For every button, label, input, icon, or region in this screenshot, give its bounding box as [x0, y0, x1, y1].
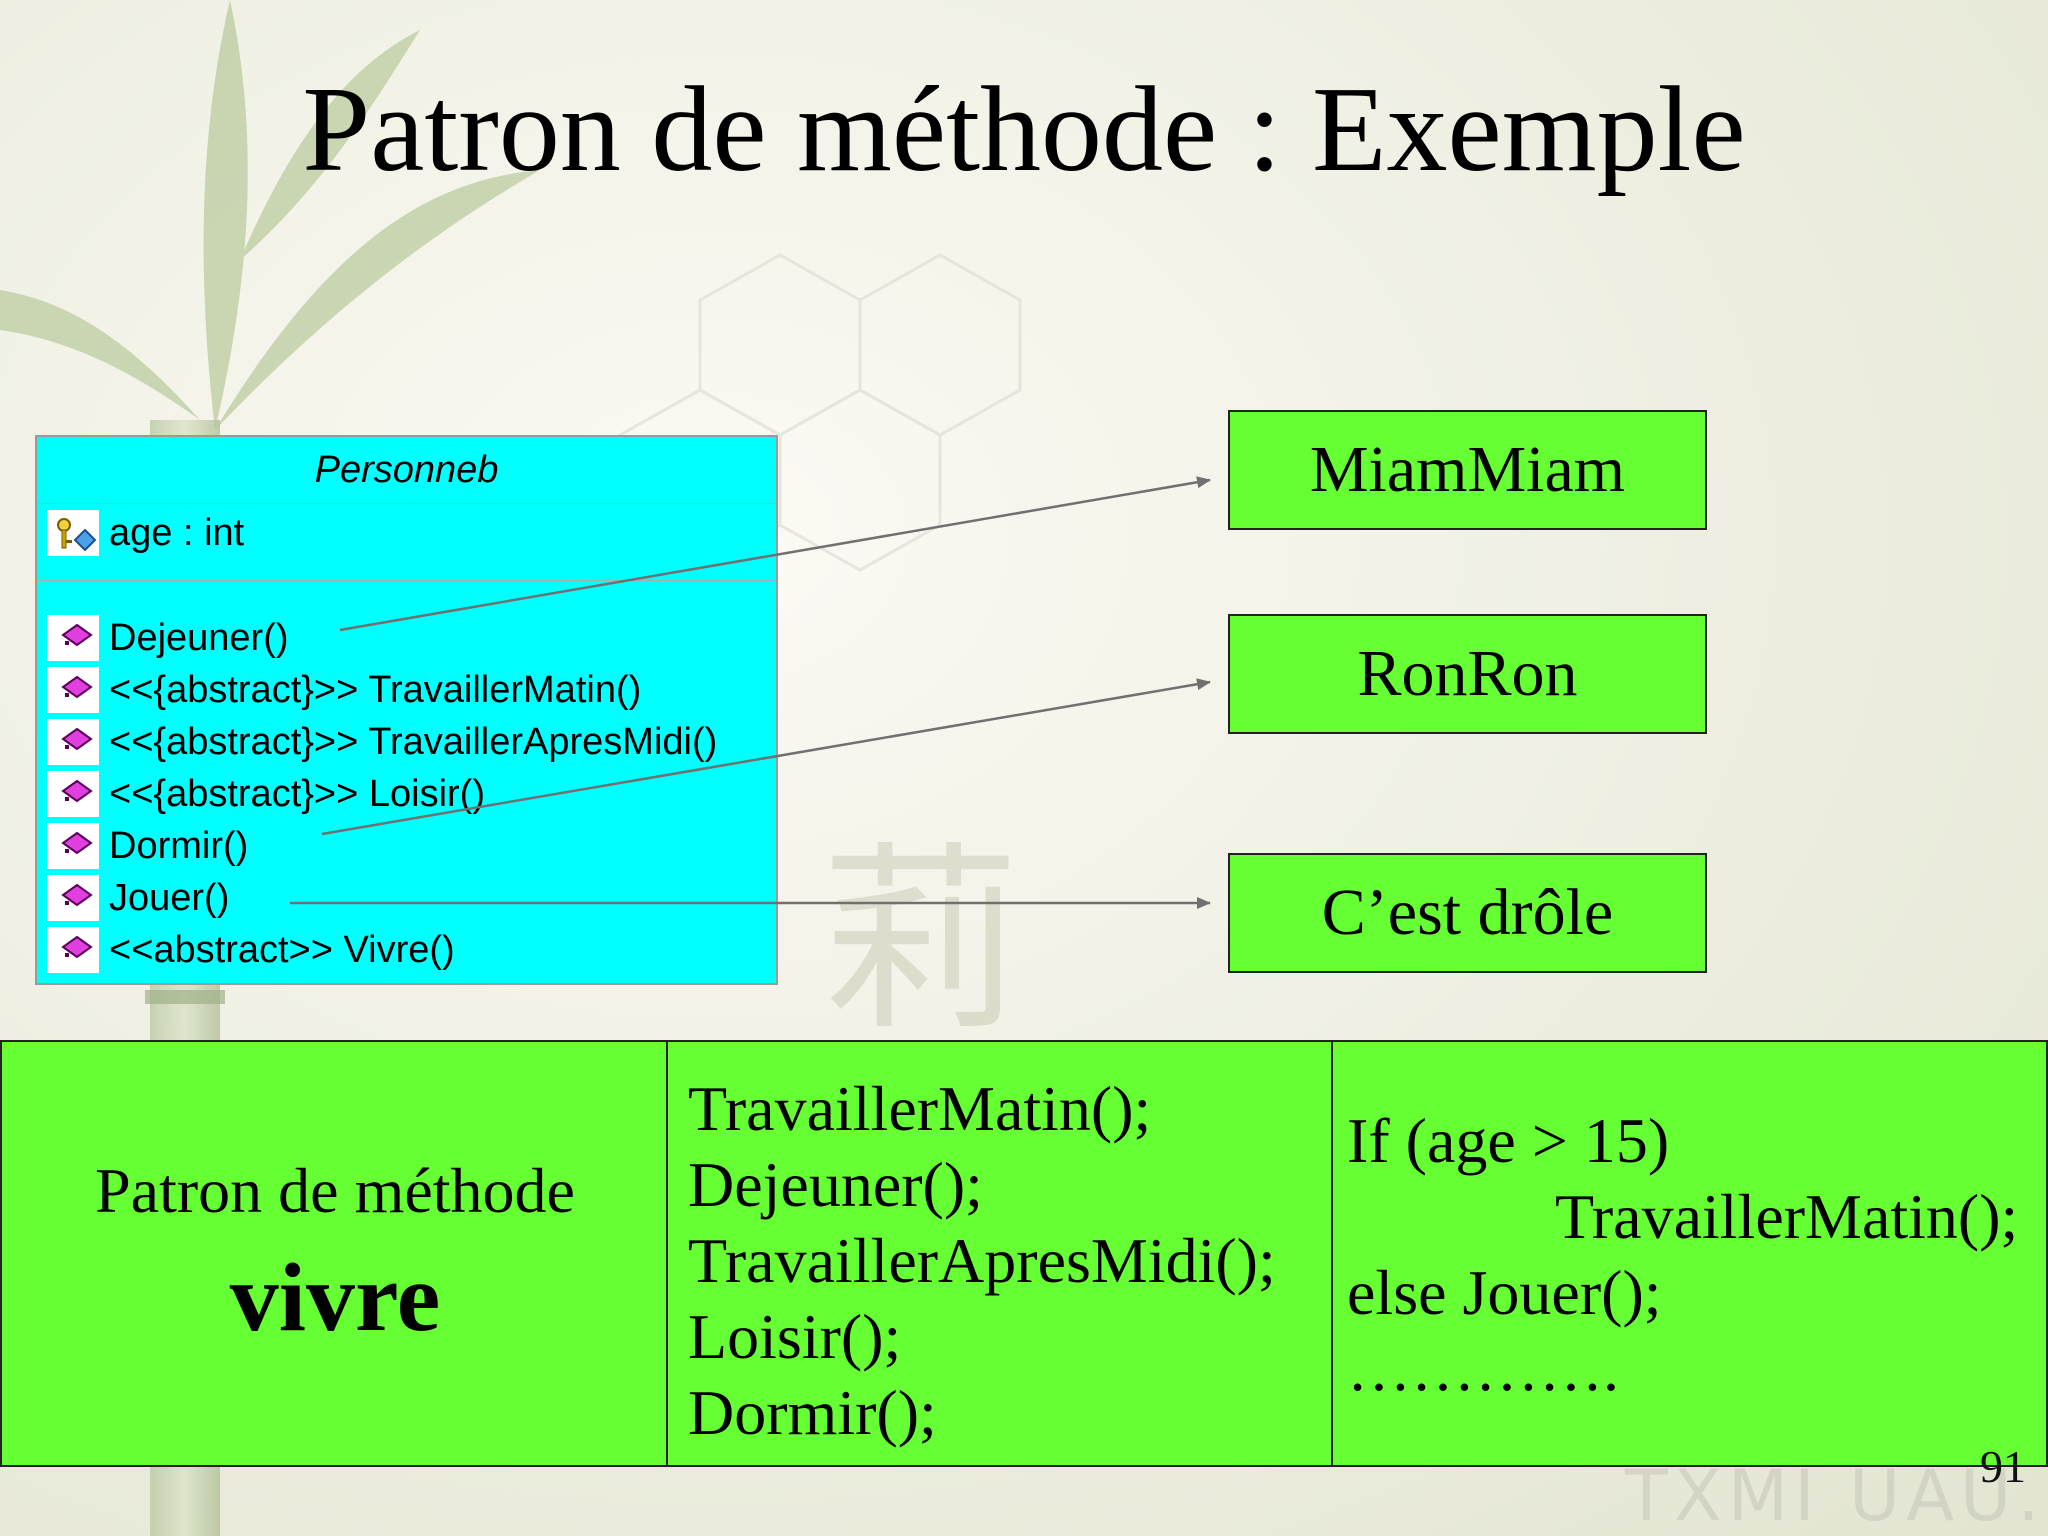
method-icon [55, 777, 97, 813]
table-cell-sequence: TravaillerMatin(); Dejeuner(); Travaille… [668, 1042, 1333, 1465]
uml-operation: Dormir() [109, 823, 248, 869]
sequence-line: Dejeuner(); [688, 1148, 983, 1222]
table-cell-label: Patron de méthode vivre [2, 1042, 668, 1465]
sequence-line: TravaillerMatin(); [688, 1072, 1151, 1146]
slide-number: 91 [1980, 1440, 2026, 1493]
method-icon [55, 881, 97, 917]
uml-operation: Dejeuner() [109, 615, 289, 661]
table-cell-conditional: If (age > 15) TravaillerMatin(); else Jo… [1333, 1042, 2046, 1465]
uml-operation: <<{abstract}>> TravaillerApresMidi() [109, 719, 717, 765]
method-icon [55, 621, 97, 657]
method-icon [55, 829, 97, 865]
box-ronron: RonRon [1228, 614, 1707, 734]
uml-attributes: age : int [37, 504, 776, 581]
conditional-line: else Jouer(); [1347, 1256, 1662, 1330]
sequence-line: TravaillerApresMidi(); [688, 1224, 1276, 1298]
method-icon [55, 933, 97, 969]
uml-attribute: age : int [109, 510, 244, 556]
conditional-line: …………. [1347, 1332, 1619, 1406]
uml-class-name: Personneb [37, 437, 776, 504]
uml-class-personneb: Personneb age : int Dejeuner() <<{abstra… [35, 435, 778, 985]
sequence-line: Loisir(); [688, 1300, 901, 1374]
uml-operation: Jouer() [109, 875, 229, 921]
method-icon [55, 725, 97, 761]
uml-operation: <<{abstract}>> Loisir() [109, 771, 485, 817]
uml-operation: <<{abstract}>> TravaillerMatin() [109, 667, 641, 713]
uml-operation: <<abstract>> Vivre() [109, 927, 455, 973]
key-attribute-icon [55, 516, 97, 552]
slide-title: Patron de méthode : Exemple [0, 60, 2048, 200]
template-method-name: vivre [2, 1242, 668, 1354]
box-miammiam: MiamMiam [1228, 410, 1707, 530]
template-method-label: Patron de méthode [2, 1154, 668, 1228]
conditional-line: TravaillerMatin(); [1555, 1180, 2018, 1254]
sequence-line: Dormir(); [688, 1376, 937, 1450]
box-cest-drole: C’est drôle [1228, 853, 1707, 973]
conditional-line: If (age > 15) [1347, 1104, 1669, 1178]
method-icon [55, 673, 97, 709]
template-method-table: Patron de méthode vivre TravaillerMatin(… [0, 1040, 2048, 1467]
watermark-glyph: 莉 [820, 825, 1020, 1058]
